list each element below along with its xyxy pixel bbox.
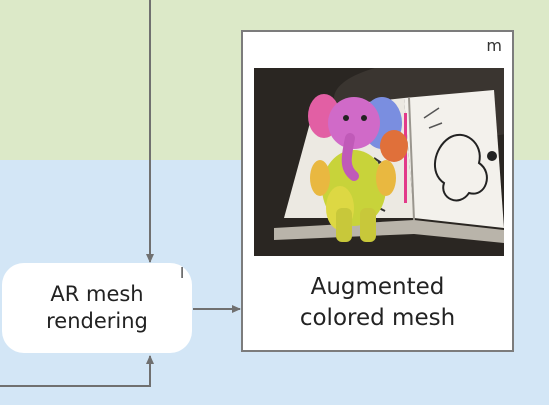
connector-from-left	[0, 355, 154, 387]
node-tag: l	[180, 266, 184, 282]
node-label-line2: colored mesh	[299, 305, 456, 332]
node-label-line2: rendering	[46, 309, 148, 333]
node-label-line1: Augmented	[310, 274, 445, 300]
node-caption: Augmented colored mesh	[243, 272, 512, 334]
node-tag: m	[486, 36, 502, 55]
ar-mesh-rendering-node: AR mesh rendering l	[2, 263, 192, 353]
augmented-mesh-photo	[254, 68, 504, 256]
augmented-colored-mesh-node: m	[241, 30, 514, 352]
node-label-line1: AR mesh	[50, 281, 144, 306]
ar-elephant-illustration	[254, 68, 504, 256]
